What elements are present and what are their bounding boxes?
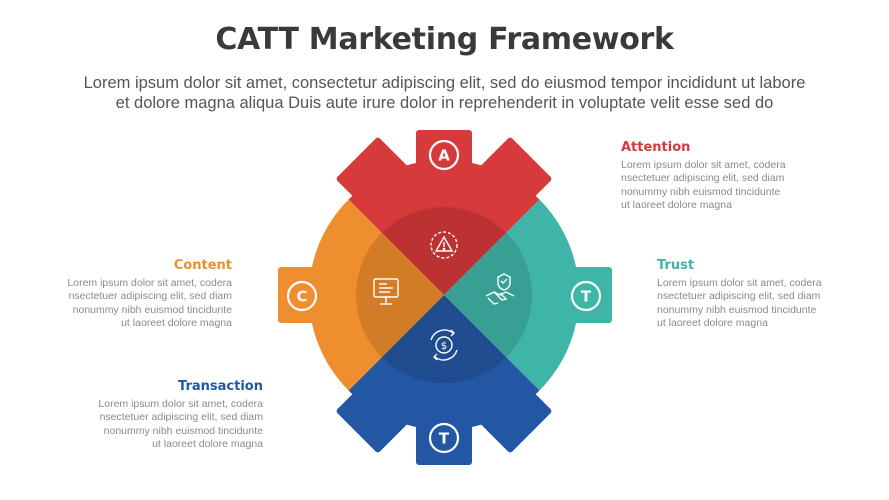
badge-transaction: T [428, 422, 460, 454]
monitor-icon [373, 278, 399, 305]
attention-heading: Attention [621, 140, 691, 155]
trust-line-1: Lorem ipsum dolor sit amet, codera [657, 276, 822, 289]
badge-trust-letter: T [581, 288, 592, 306]
trust-line-4: ut laoreet dolore magna [657, 317, 768, 329]
subtitle-line-2: et dolore magna aliqua Duis aute irure d… [115, 94, 774, 112]
transaction-heading: Transaction [178, 379, 263, 394]
badge-attention-letter: A [438, 147, 450, 165]
badge-attention: A [428, 139, 460, 171]
content-line-1: Lorem ipsum dolor sit amet, codera [67, 276, 232, 289]
money-exchange-icon: $ [430, 329, 458, 361]
content-line-4: ut laoreet dolore magna [121, 317, 232, 329]
badge-content-letter: C [296, 288, 307, 306]
subtitle-line-1: Lorem ipsum dolor sit amet, consectetur … [83, 74, 806, 92]
attention-line-4: ut laoreet dolore magna [621, 199, 732, 211]
badge-transaction-letter: T [439, 430, 450, 448]
warning-icon [430, 231, 458, 259]
transaction-block: Transaction Lorem ipsum dolor sit amet, … [82, 380, 263, 452]
trust-line-3: nonummy nibh euismod tincidunte [657, 303, 817, 316]
trust-line-2: nsectetuer adipiscing elit, sed diam [657, 290, 821, 302]
dollar-icon: $ [441, 341, 447, 352]
badge-content: C [286, 280, 318, 312]
trust-block: Trust Lorem ipsum dolor sit amet, codera… [657, 259, 822, 331]
attention-line-2: nsectetuer adipiscing elit, sed diam [621, 172, 785, 184]
attention-line-3: nonummy nibh euismod tincidunte [621, 185, 781, 198]
transaction-line-3: nonummy nibh euismod tincidunte [103, 424, 263, 437]
content-line-3: nonummy nibh euismod tincidunte [72, 303, 232, 316]
attention-block: Attention Lorem ipsum dolor sit amet, co… [621, 141, 786, 213]
handshake-icon [485, 273, 515, 305]
content-heading: Content [173, 258, 232, 273]
page-title: CATT Marketing Framework [215, 22, 674, 57]
transaction-line-2: nsectetuer adipiscing elit, sed diam [99, 411, 263, 423]
page-subtitle: Lorem ipsum dolor sit amet, consectetur … [30, 73, 859, 113]
content-block: Content Lorem ipsum dolor sit amet, code… [52, 259, 232, 331]
trust-heading: Trust [657, 258, 695, 273]
content-line-2: nsectetuer adipiscing elit, sed diam [68, 290, 232, 302]
badge-trust: T [570, 280, 602, 312]
attention-line-1: Lorem ipsum dolor sit amet, codera [621, 158, 786, 171]
transaction-line-1: Lorem ipsum dolor sit amet, codera [98, 397, 263, 410]
transaction-line-4: ut laoreet dolore magna [152, 438, 263, 450]
inner-circle [356, 207, 532, 383]
